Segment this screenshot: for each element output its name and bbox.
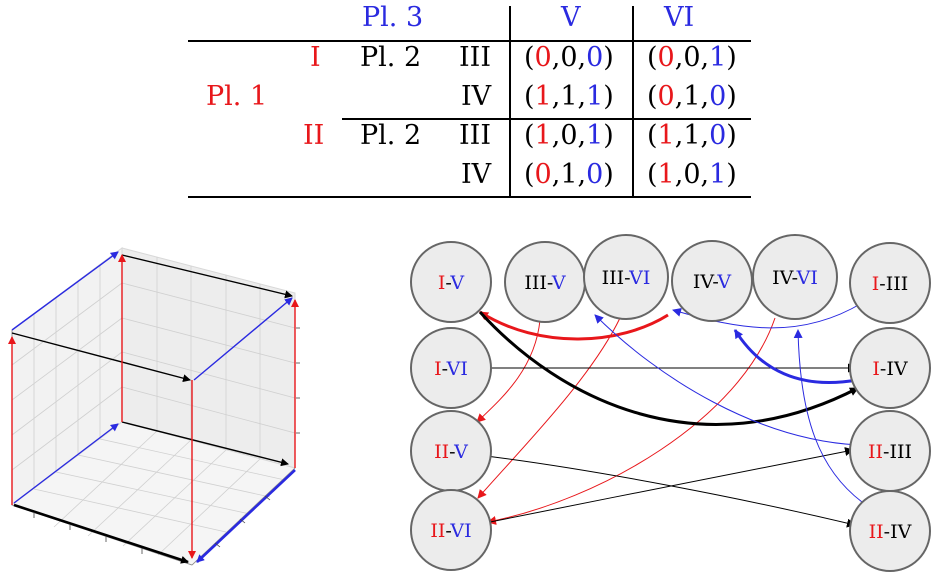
graph-node-iv-vi: IV-VI [752,234,838,320]
svg-text:IV-V: IV-V [693,271,732,293]
edge [733,329,858,385]
svg-text:I-IV: I-IV [872,358,907,380]
cube-arrow [11,251,119,331]
p2-strategy-iii-bottom: III [459,120,491,151]
edge [474,447,854,526]
edge [793,329,863,503]
player2-label-top: Pl. 2 [360,42,422,73]
p1-strategy-i: I [310,42,321,73]
table-cell-payoff: (1,0,1) [647,159,737,190]
table-rule-top [188,40,751,42]
graph-edges [474,302,863,528]
table-cell-payoff: (0,0,0) [524,42,614,73]
table-rule-mid [342,118,751,120]
cube-arrow [121,254,293,299]
graph-node-ii-v: II-V [410,410,492,492]
player3-label: Pl. 3 [362,2,424,33]
cube-arrow [121,421,289,467]
edge [594,314,859,446]
table-cell-payoff: (0,1,0) [524,159,614,190]
p2-strategy-iv-top: IV [461,81,492,112]
svg-text:II-III: II-III [868,441,912,463]
graph-node-ii-iv: II-IV [849,490,931,572]
table-vline-1 [509,6,511,197]
svg-text:II-V: II-V [434,441,468,463]
edge [487,317,776,525]
cube-arrow [196,469,296,563]
edge [478,310,859,426]
edge [477,454,856,528]
graph-node-ii-vi: II-VI [410,489,492,571]
svg-text:I-III: I-III [872,273,908,295]
svg-text:III-VI: III-VI [602,267,651,289]
graph-node-iv-v: IV-V [671,240,753,322]
graph-node-ii-iii: II-III [849,410,931,492]
table-rule-bottom [188,196,751,198]
svg-text:II-VI: II-VI [430,520,471,542]
svg-text:I-V: I-V [438,272,465,294]
graph-node-i-iii: I-III [849,242,931,324]
table-cell-payoff: (0,0,1) [647,42,737,73]
graph-node-i-vi: I-VI [410,327,492,409]
edge [479,310,669,341]
svg-text:I-VI: I-VI [434,358,468,380]
graph-node-iii-vi: III-VI [583,234,669,320]
graph-node-i-v: I-V [410,241,492,323]
p1-strategy-ii: II [303,120,325,151]
table-cell-payoff: (1,0,1) [524,120,614,151]
table-cell-payoff: (1,1,0) [647,120,737,151]
table-cell-payoff: (0,1,0) [647,81,737,112]
player1-label: Pl. 1 [206,81,268,112]
graph-node-i-iv: I-IV [849,327,931,409]
player2-label-bottom: Pl. 2 [360,120,422,151]
edge [477,317,621,499]
col-header-v: V [561,2,581,33]
table-vline-2 [632,6,634,197]
svg-text:III-V: III-V [524,272,566,294]
cube-arrow [193,297,293,381]
cube-arrow [11,332,191,383]
p2-strategy-iv-bottom: IV [461,159,492,190]
svg-text:IV-VI: IV-VI [772,267,818,289]
table-cell-payoff: (1,1,1) [524,81,614,112]
svg-text:II-IV: II-IV [869,521,912,543]
p2-strategy-iii-top: III [459,42,491,73]
graph-node-iii-v: III-V [504,241,586,323]
col-header-vi: VI [664,2,695,33]
cube-arrow [13,423,119,504]
strategy-cube-plot [8,247,300,566]
cube-arrow [13,503,189,564]
